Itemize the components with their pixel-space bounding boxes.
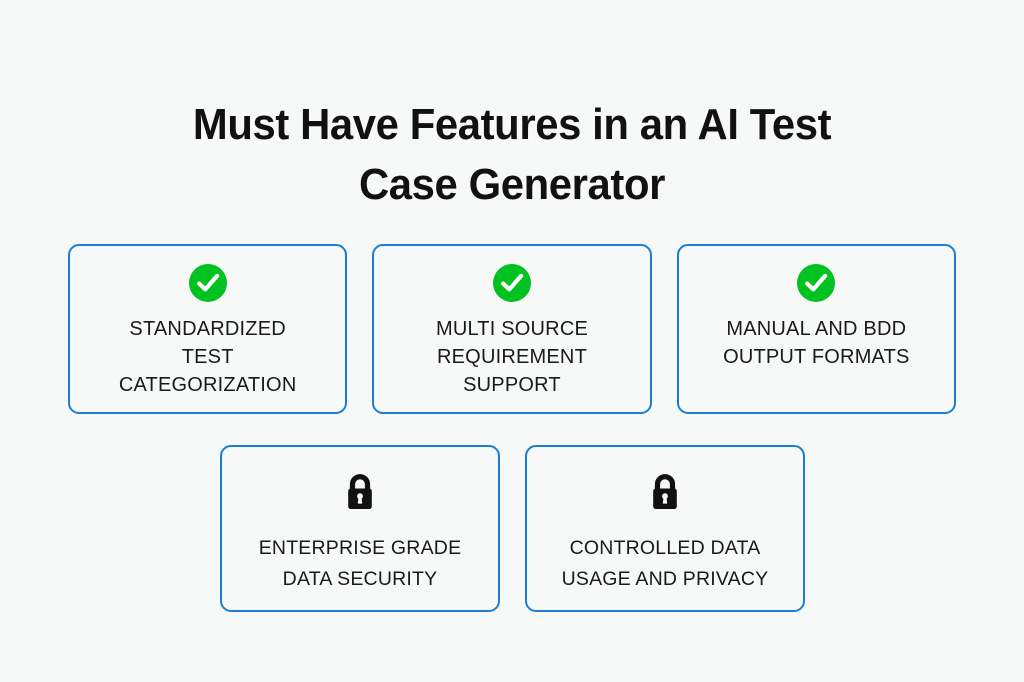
check-circle-icon [492, 264, 531, 302]
feature-card-controlled-data-usage-and-privacy[interactable]: CONTROLLED DATA USAGE AND PRIVACY [525, 445, 805, 612]
page-title: Must Have Features in an AI Test Case Ge… [26, 95, 999, 215]
feature-card-manual-and-bdd-output-formats[interactable]: MANUAL AND BDD OUTPUT FORMATS [676, 244, 956, 414]
lock-icon [342, 471, 378, 513]
feature-card-label: MULTI SOURCE REQUIREMENT SUPPORT [435, 318, 589, 396]
page-title-line-2: Case Generator [358, 160, 665, 210]
page-title-line-1: Must Have Features in an AI Test [192, 100, 832, 150]
feature-card-label: STANDARDIZED TEST CATEGORIZATION [118, 318, 297, 396]
feature-card-standardized-test-categorization[interactable]: STANDARDIZED TEST CATEGORIZATION [68, 244, 348, 414]
feature-row-bottom: ENTERPRISE GRADE DATA SECURITY CONTROLLE… [220, 445, 805, 612]
feature-card-enterprise-grade-data-security[interactable]: ENTERPRISE GRADE DATA SECURITY [220, 445, 500, 612]
feature-card-label: CONTROLLED DATA USAGE AND PRIVACY [561, 537, 769, 590]
feature-card-label: MANUAL AND BDD OUTPUT FORMATS [723, 318, 910, 368]
feature-card-label: ENTERPRISE GRADE DATA SECURITY [258, 537, 462, 590]
check-circle-icon [188, 264, 227, 302]
feature-row-top: STANDARDIZED TEST CATEGORIZATION MULTI S… [68, 244, 956, 414]
check-circle-icon [797, 264, 836, 302]
feature-card-multi-source-requirement-support[interactable]: MULTI SOURCE REQUIREMENT SUPPORT [372, 244, 652, 414]
lock-icon [647, 471, 683, 513]
